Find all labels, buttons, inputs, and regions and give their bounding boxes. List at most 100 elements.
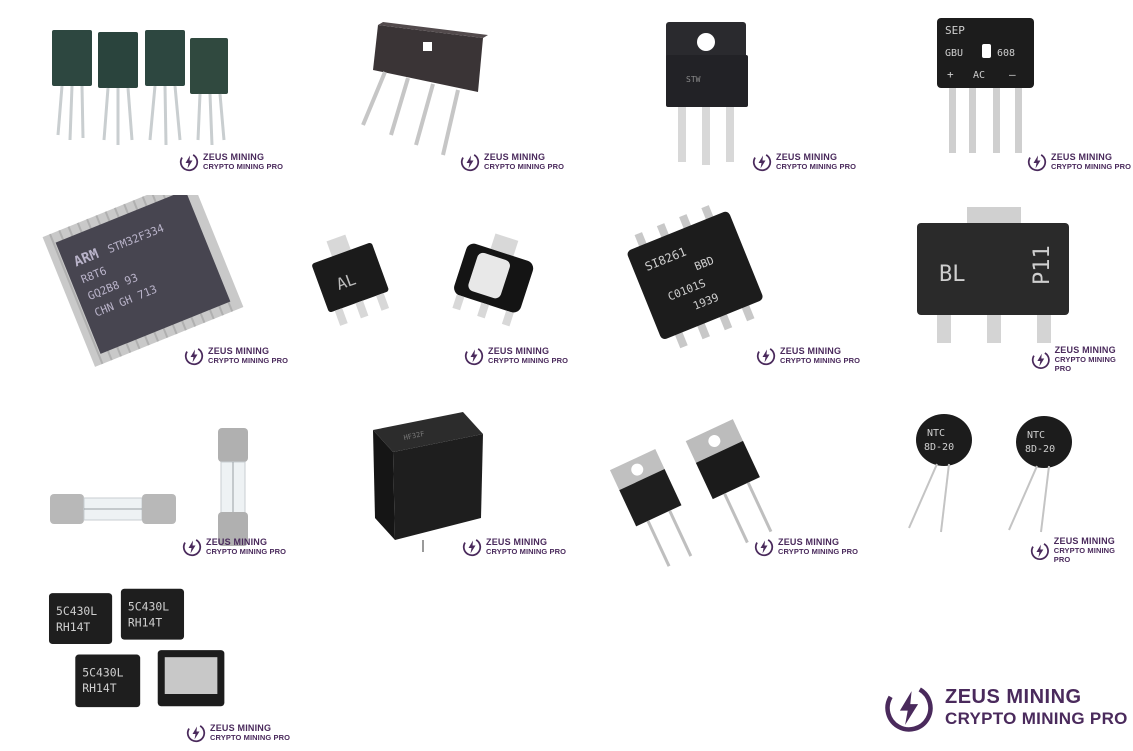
zeus-logo-icon: [460, 152, 480, 172]
qfn-image: 5C430L RH14T 5C430L RH14T 5C430L RH14T: [48, 588, 225, 708]
watermark-line1: ZEUS MINING: [488, 346, 550, 356]
svg-text:8D-20: 8D-20: [924, 442, 954, 453]
zeus-logo-icon: [1030, 541, 1050, 561]
to247-mosfets-image: [52, 30, 228, 146]
svg-text:RH14T: RH14T: [82, 681, 116, 695]
brand-name: ZEUS MINING: [945, 686, 1082, 708]
watermark-line2: CRYPTO MINING PRO: [1053, 546, 1116, 564]
component-gbu-bridge-rectifier: SEP GBU 608 + AC —: [849, 0, 1132, 195]
svg-text:BL: BL: [939, 262, 966, 287]
svg-text:8D-20: 8D-20: [1025, 444, 1055, 455]
sot223-image: BL P11: [917, 207, 1069, 343]
glass-fuses-image: [50, 428, 248, 546]
component-sot223-regulator: BL P11: [849, 195, 1132, 390]
watermark-line1: ZEUS MINING: [1051, 152, 1113, 162]
component-si8261-isolator: SI8261 BBD C0101S 1939: [566, 195, 849, 390]
watermark-line2: CRYPTO MINING PRO: [484, 162, 565, 171]
svg-text:RH14T: RH14T: [128, 615, 162, 629]
component-sot89-transistors: AL: [283, 195, 566, 390]
stm32-image: ARM STM32F334 R8T6 GQ2B8 93 CHN GH 713: [42, 195, 244, 367]
component-glass-fuses: [0, 390, 283, 585]
svg-text:NTC: NTC: [1027, 430, 1045, 441]
si8261-image: SI8261 BBD C0101S 1939: [627, 205, 763, 349]
watermark-line2: CRYPTO MINING PRO: [780, 356, 861, 365]
component-bridge-rectifier-flat: [283, 0, 566, 195]
brand-tagline: CRYPTO MINING PRO: [945, 709, 1128, 728]
svg-text:5C430L: 5C430L: [82, 665, 123, 679]
watermark-line1: ZEUS MINING: [776, 152, 838, 162]
sot89-image: AL: [312, 233, 534, 327]
zeus-logo-icon: [184, 346, 204, 366]
zeus-logo-icon: [186, 723, 206, 743]
watermark-line1: ZEUS MINING: [208, 346, 270, 356]
component-to247-mosfets: [0, 0, 283, 195]
zeus-logo-icon: [883, 682, 935, 734]
watermark-line2: CRYPTO MINING PRO: [776, 162, 857, 171]
to247-transistor-image: STW: [666, 22, 748, 165]
watermark-line2: CRYPTO MINING PRO: [208, 356, 289, 365]
svg-text:608: 608: [997, 48, 1015, 59]
zeus-logo-icon: [1027, 152, 1047, 172]
svg-text:5C430L: 5C430L: [128, 600, 169, 614]
zeus-logo-icon: [1031, 350, 1051, 370]
watermark-line2: CRYPTO MINING PRO: [203, 162, 284, 171]
svg-text:RH14T: RH14T: [56, 620, 90, 634]
component-stm32-microcontroller: ARM STM32F334 R8T6 GQ2B8 93 CHN GH 713: [0, 195, 283, 390]
svg-text:5C430L: 5C430L: [56, 604, 97, 618]
watermark-line1: ZEUS MINING: [1054, 345, 1116, 355]
watermark-line1: ZEUS MINING: [206, 537, 268, 547]
watermark-line2: CRYPTO MINING PRO: [210, 733, 291, 742]
component-qfn-mosfets: 5C430L RH14T 5C430L RH14T 5C430L RH14T: [0, 580, 283, 751]
svg-text:STW: STW: [686, 75, 701, 84]
watermark-line1: ZEUS MINING: [484, 152, 546, 162]
to220-image: [609, 419, 773, 567]
zeus-logo-icon: [752, 152, 772, 172]
zeus-logo-icon: [462, 537, 482, 557]
watermark-line1: ZEUS MINING: [203, 152, 265, 162]
svg-text:NTC: NTC: [927, 428, 945, 439]
svg-text:GBU: GBU: [945, 48, 963, 59]
svg-text:SEP: SEP: [945, 24, 965, 37]
component-to247-transistor: STW: [566, 0, 849, 195]
watermark-line2: CRYPTO MINING PRO: [488, 356, 569, 365]
svg-text:AC: AC: [973, 70, 985, 81]
bridge-rectifier-image: [361, 22, 488, 156]
brand-logo: ZEUS MINING CRYPTO MINING PRO: [883, 682, 1128, 734]
svg-text:—: —: [1009, 68, 1016, 81]
watermark-line1: ZEUS MINING: [210, 723, 272, 733]
watermark-line2: CRYPTO MINING PRO: [778, 547, 859, 556]
ntc-image: NTC 8D-20 NTC 8D-20: [908, 414, 1072, 533]
svg-text:P11: P11: [1030, 245, 1055, 285]
component-ntc-thermistors: NTC 8D-20 NTC 8D-20: [849, 390, 1132, 585]
watermark-line2: CRYPTO MINING PRO: [1054, 355, 1116, 373]
zeus-logo-icon: [754, 537, 774, 557]
watermark-line1: ZEUS MINING: [780, 346, 842, 356]
watermark-line1: ZEUS MINING: [778, 537, 840, 547]
watermark-line1: ZEUS MINING: [486, 537, 548, 547]
watermark-line2: CRYPTO MINING PRO: [206, 547, 287, 556]
zeus-logo-icon: [756, 346, 776, 366]
zeus-logo-icon: [182, 537, 202, 557]
svg-text:+: +: [947, 68, 954, 81]
zeus-logo-icon: [464, 346, 484, 366]
component-to220-diodes: [566, 390, 849, 585]
watermark-line2: CRYPTO MINING PRO: [1051, 162, 1132, 171]
relay-image: HF32F: [373, 412, 483, 552]
zeus-logo-icon: [179, 152, 199, 172]
watermark-line1: ZEUS MINING: [1053, 536, 1115, 546]
gbu-rectifier-image: SEP GBU 608 + AC —: [937, 18, 1034, 153]
component-relay: HF32F: [283, 390, 566, 585]
